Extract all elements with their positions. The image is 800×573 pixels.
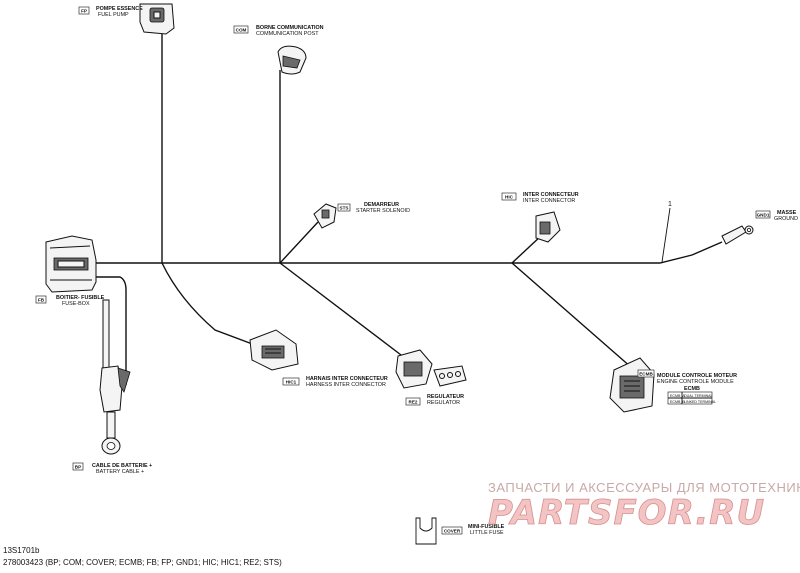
regulator-code-tag — [405, 397, 421, 406]
drawing-number: 13S1701b — [3, 546, 40, 555]
regulator-connector[interactable] — [395, 349, 467, 389]
ground-label-en: GROUND — [774, 216, 798, 222]
inter-connector-branch-wire — [511, 234, 543, 264]
starter-solenoid-code-tag — [337, 203, 351, 212]
ground-ring-terminal[interactable] — [721, 225, 754, 245]
callout-leader-line — [661, 207, 671, 263]
fuel-pump-code-tag — [78, 6, 90, 15]
inter-connector-label-fr: INTER CONNECTEUR — [523, 192, 579, 198]
engine-control-module-connector[interactable] — [609, 357, 655, 413]
harness-inter-connector-code: HIC1 — [286, 380, 297, 385]
part-number-list: 278003423 (BP; COM; COVER; ECMB; FB; FP;… — [3, 558, 282, 567]
mini-fuse-code-tag — [441, 526, 463, 535]
battery-cable-code: BP — [75, 465, 81, 470]
starter-solenoid-label-fr: DEMARREUR — [364, 202, 399, 208]
ecm-code: ECMB — [639, 372, 653, 377]
inter-connector[interactable] — [535, 211, 561, 243]
watermark: ЗАПЧАСТИ И АКСЕССУАРЫ ДЛЯ МОТОТЕХНИКИ PA… — [488, 480, 800, 533]
fuse-box-label-fr: BOITIER- FUSIBLE — [56, 295, 105, 301]
regulator-branch-wire — [279, 262, 406, 359]
fuel-pump-label-en: FUEL PUMP — [98, 12, 129, 18]
harness-connector-branch-wire — [161, 262, 256, 346]
main-trunk-wire — [95, 241, 723, 264]
ground-label-fr: MASSE — [777, 210, 797, 216]
ecm-branch-wire — [511, 262, 633, 369]
battery-cable-label-fr: CABLE DE BATTERIE + — [92, 463, 152, 469]
ecm-row-a-code: ECMB_A — [670, 394, 685, 398]
communication-post-label-fr: BORNE COMMUNICATION — [256, 25, 324, 31]
ground-code-tag — [755, 210, 771, 219]
harness-inter-connector-code-tag — [282, 377, 300, 386]
fuel-pump-code: FP — [81, 9, 87, 14]
watermark-tagline: ЗАПЧАСТИ И АКСЕССУАРЫ ДЛЯ МОТОТЕХНИКИ — [488, 480, 800, 495]
callout-number: 1 — [668, 201, 672, 208]
fuse-box[interactable] — [45, 235, 97, 293]
harness-inter-connector[interactable] — [249, 329, 299, 371]
ecm-row-a-text: DUAL TERMINAL — [684, 394, 713, 398]
mini-fuse-cover[interactable] — [415, 517, 437, 545]
battery-cable-assembly[interactable] — [99, 299, 131, 455]
fuel-pump-connector[interactable] — [139, 3, 175, 35]
starter-branch-wire — [279, 221, 319, 264]
battery-cable-wire — [95, 276, 127, 385]
communication-post-code-tag — [233, 25, 249, 34]
inter-connector-code-tag — [501, 192, 517, 201]
starter-solenoid-code: STS — [340, 206, 349, 211]
communication-post-connector[interactable] — [277, 45, 307, 75]
battery-cable-label-en: BATTERY CABLE + — [96, 469, 144, 475]
ecm-code-tag — [637, 369, 655, 378]
ecm-sub-code: ECMB — [684, 386, 700, 392]
watermark-brand: PARTSFOR.RU — [488, 493, 765, 533]
ground-code: GND1 — [757, 213, 770, 218]
regulator-code: RE2 — [409, 400, 418, 405]
harness-inter-connector-label-en: HARNESS INTER CONNECTOR — [306, 382, 386, 388]
ecm-label-fr: MODULE CONTROLE MOTEUR — [657, 373, 737, 379]
inter-connector-label-en: INTER CONNECTOR — [523, 198, 575, 204]
inter-connector-code: HIC — [505, 195, 514, 200]
ecm-row-b-code: ECMB_B — [670, 400, 685, 404]
mini-fuse-code: COVER — [444, 529, 461, 534]
battery-cable-code-tag — [72, 462, 84, 471]
mini-fuse-label-fr: MINI-FUSIBLE — [468, 524, 505, 530]
fuse-box-label-en: FUSE-BOX — [62, 301, 90, 307]
fuse-box-code-tag — [35, 295, 47, 304]
fuse-box-code: FB — [38, 298, 45, 303]
mini-fuse-label-en: LITTLE FUSE — [470, 530, 504, 536]
regulator-label-fr: REGULATEUR — [427, 394, 464, 400]
ecm-label-en: ENGINE CONTROLE MODULE — [657, 379, 734, 385]
ecm-terminal-table: ECMB_A DUAL TERMINAL ECMB_B LINKED TERMI… — [667, 391, 716, 405]
ecm-row-b-text: LINKED TERMINAL — [684, 400, 716, 404]
regulator-label-en: REGULATOR — [427, 400, 460, 406]
communication-post-code: COM — [236, 28, 247, 33]
starter-solenoid-label-en: STARTER SOLENOID — [356, 208, 410, 214]
communication-post-label-en: COMMUNICATION POST — [256, 31, 319, 37]
starter-solenoid-connector[interactable] — [313, 203, 337, 229]
harness-inter-connector-label-fr: HARNAIS INTER CONNECTEUR — [306, 376, 388, 382]
harness-wires — [95, 32, 723, 385]
fuel-pump-label-fr: POMPE ESSENCE — [96, 6, 143, 12]
